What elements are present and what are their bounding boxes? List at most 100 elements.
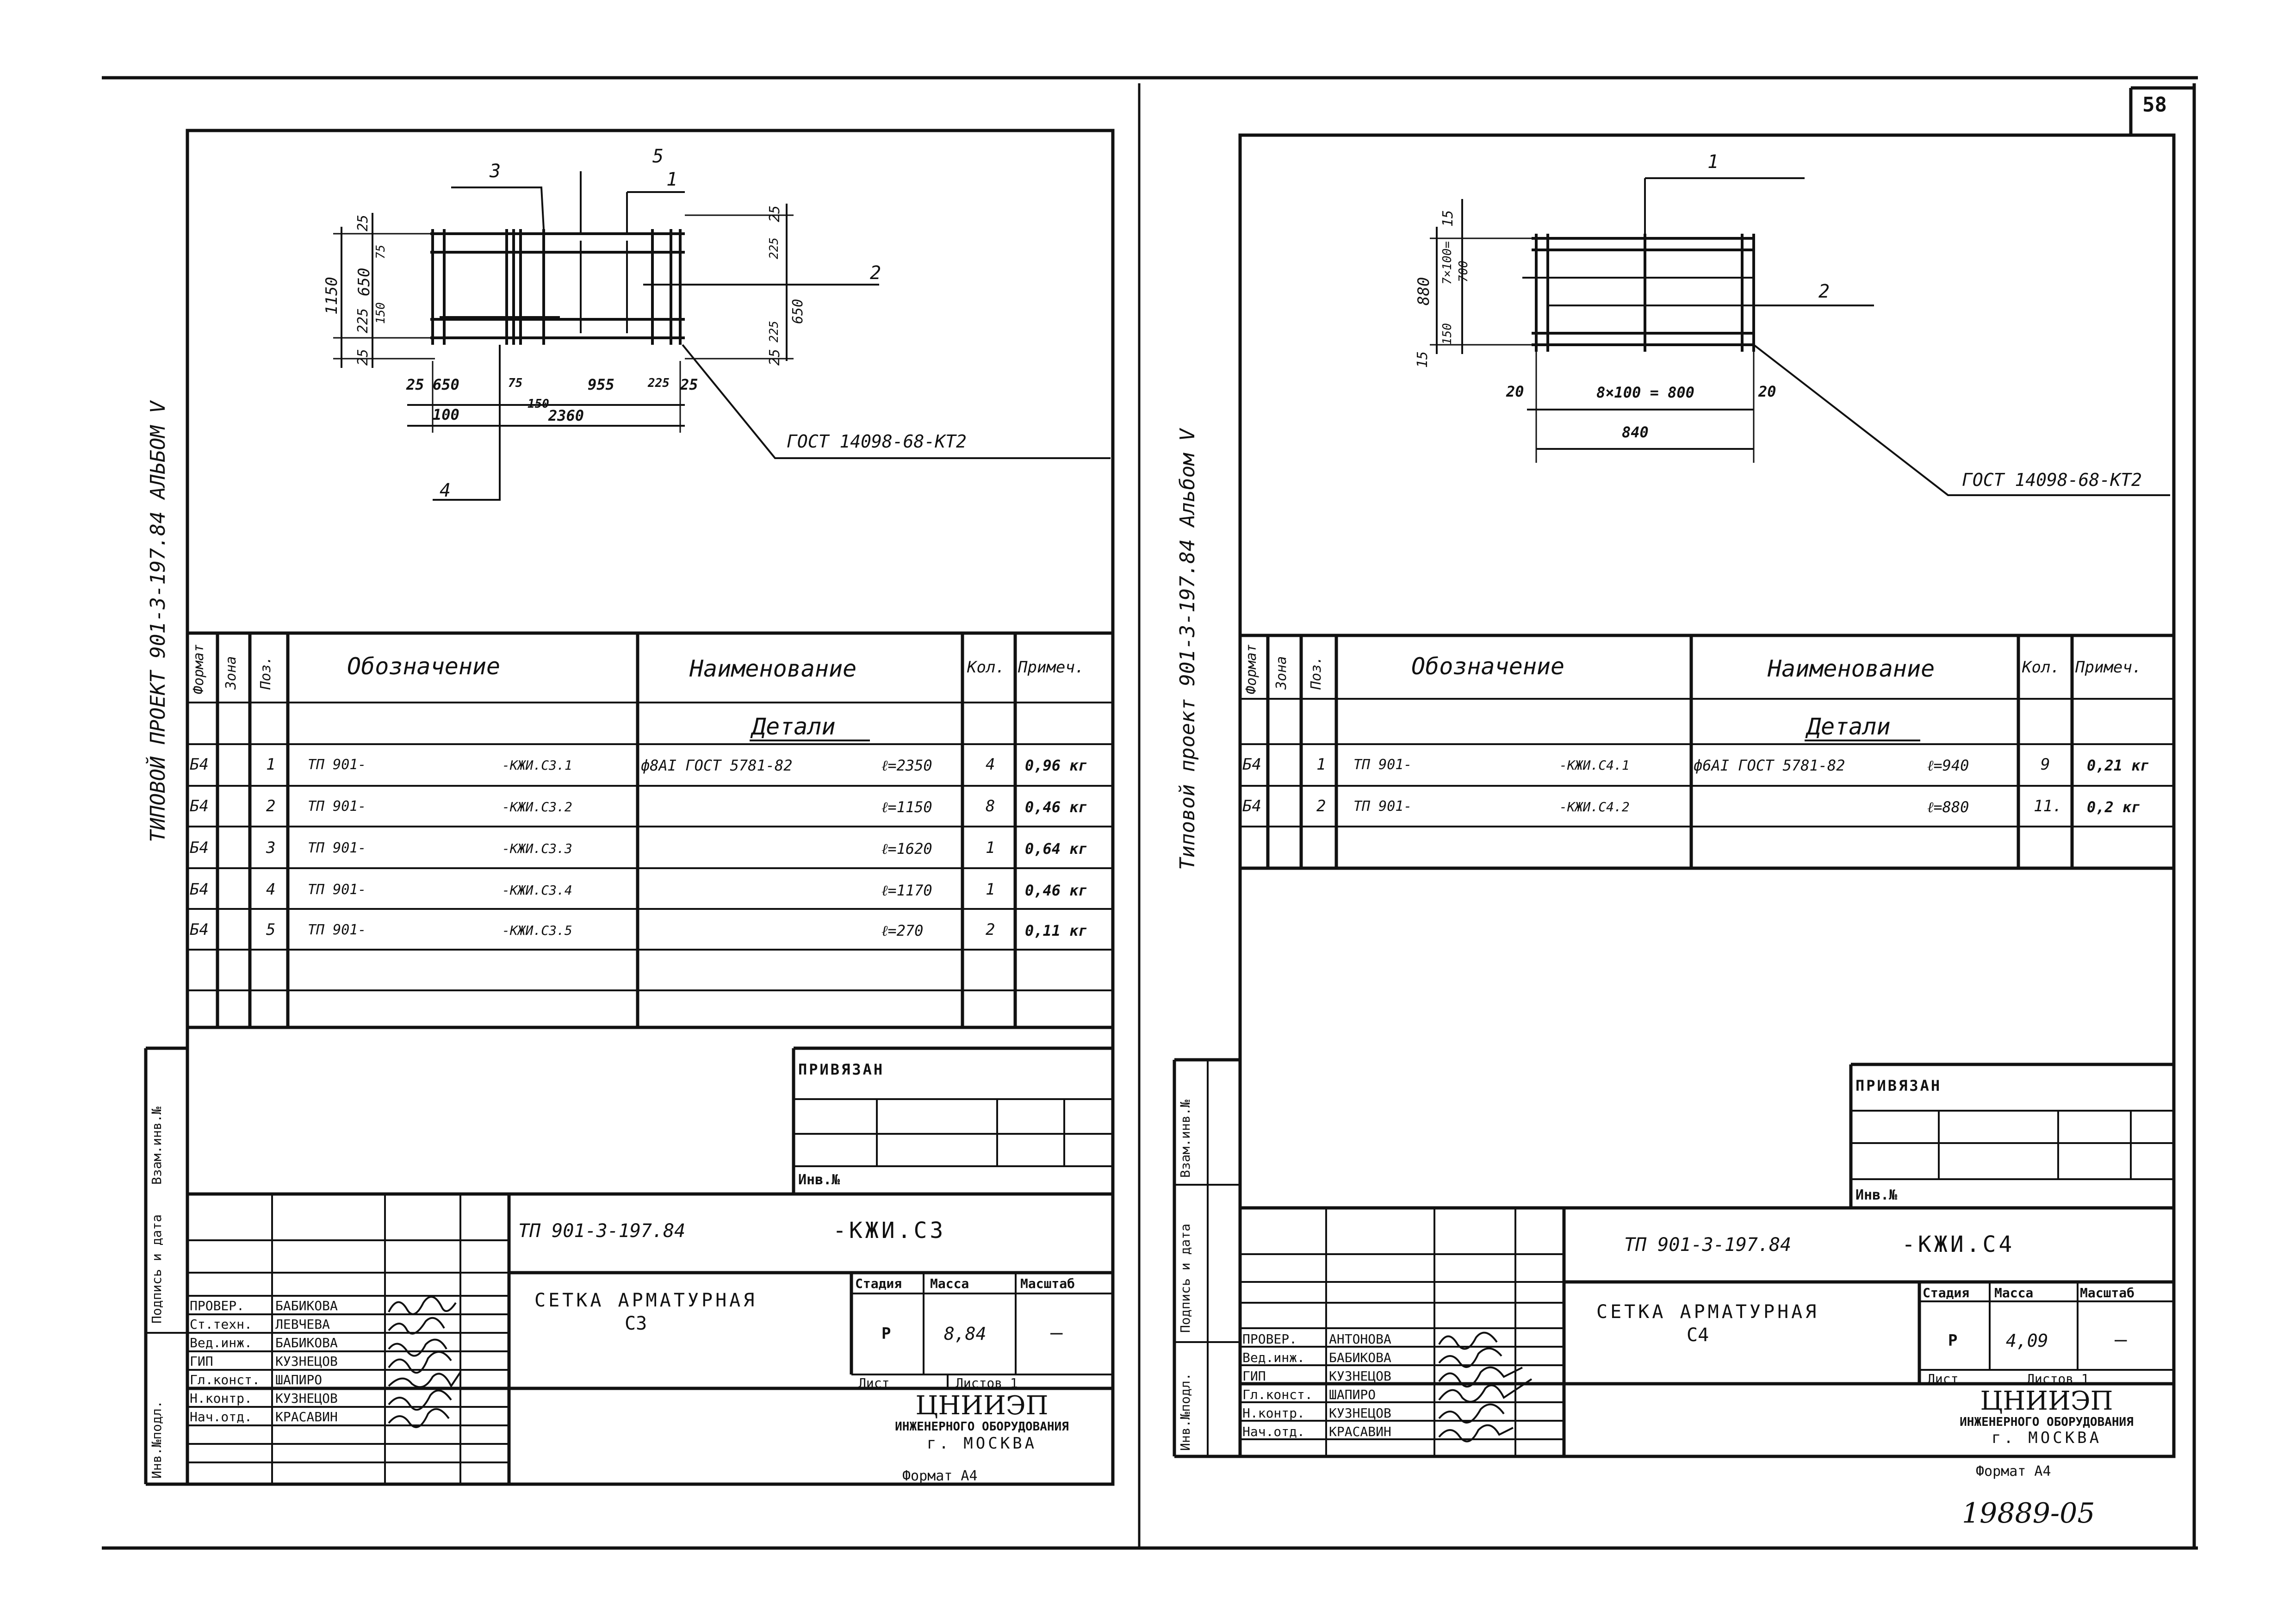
sheet-label-right: Лист — [1927, 1371, 1959, 1387]
stage-value-left: Р — [881, 1325, 891, 1343]
title-line1-left: СЕТКА АРМАТУРНАЯ — [534, 1290, 757, 1311]
org-sub-left: ИНЖЕНЕРНОГО ОБОРУДОВАНИЯ — [895, 1420, 1069, 1434]
stage-label-left: Стадия — [855, 1276, 902, 1291]
page-number: 58 — [2142, 93, 2167, 117]
mesh-c3-drawing — [333, 171, 1111, 501]
dim-left-20: 20 — [1506, 383, 1524, 400]
sig-name: КУЗНЕЦОВ — [1329, 1368, 1391, 1384]
stage-label-right: Стадия — [1923, 1285, 1970, 1300]
sig-name: АНТОНОВА — [1329, 1331, 1391, 1347]
callout-1-right: 1 — [1707, 151, 1719, 173]
sig-role: ПРОВЕР. — [190, 1298, 245, 1313]
mass-label-right: Масса — [1994, 1285, 2034, 1300]
mesh-c4-drawing — [1430, 177, 2170, 496]
mass-label-left: Масса — [930, 1276, 969, 1291]
sig-name: ШАПИРО — [275, 1372, 323, 1387]
dim-overall-w: 2360 — [548, 407, 584, 424]
sig-role: Вед.инж. — [1242, 1350, 1305, 1365]
sheets-label-right: Листов 1 — [2027, 1371, 2089, 1387]
sig-role: ГИП — [1242, 1368, 1266, 1384]
dim-bot-225: 225 — [648, 376, 670, 390]
col-designation: Обозначение — [347, 653, 501, 680]
section-details-left: Детали — [752, 713, 836, 740]
dim-step-h: 8×100 = 800 — [1596, 384, 1694, 401]
col-note-right: Примеч. — [2075, 658, 2142, 677]
mass-value-right: 4,09 — [2006, 1331, 2048, 1351]
dim-bot-650: 650 — [433, 376, 459, 393]
callout-5: 5 — [652, 146, 664, 167]
sig-name: КУЗНЕЦОВ — [1329, 1405, 1391, 1421]
col-qty: Кол. — [967, 658, 1005, 677]
col-note: Примеч. — [1018, 658, 1085, 677]
mass-value-left: 8,84 — [944, 1324, 987, 1344]
sig-role: Нач.отд. — [190, 1409, 252, 1424]
format-label-left: Формат А4 — [902, 1468, 978, 1484]
sig-role: ГИП — [190, 1354, 213, 1369]
col-name: Наименование — [689, 655, 857, 682]
sig-name: ЛЕВЧЕВА — [275, 1317, 330, 1332]
sheet-label-left: Лист — [858, 1375, 890, 1391]
format-label-right: Формат А4 — [1976, 1463, 2051, 1480]
dim-right-20: 20 — [1758, 383, 1776, 400]
title-line1-right: СЕТКА АРМАТУРНАЯ — [1596, 1301, 1819, 1323]
sig-name: БАБИКОВА — [275, 1335, 338, 1350]
sig-name: БАБИКОВА — [1329, 1350, 1391, 1365]
sig-role: ПРОВЕР. — [1242, 1331, 1297, 1347]
sig-name: БАБИКОВА — [275, 1298, 338, 1313]
org-name-left: ЦНИИЭП — [915, 1391, 1049, 1421]
sig-name: КРАСАВИН — [1329, 1424, 1391, 1439]
sig-name: ШАПИРО — [1329, 1387, 1376, 1402]
org-name-right: ЦНИИЭП — [1980, 1386, 2113, 1416]
sig-name: КУЗНЕЦОВ — [275, 1354, 338, 1369]
sig-role: Нач.отд. — [1242, 1424, 1305, 1439]
gost-mesh-right: ГОСТ 14098-68-КТ2 — [1962, 470, 2142, 490]
scale-label-right: Масштаб — [2080, 1285, 2135, 1300]
dim-bot-75: 75 — [508, 376, 523, 390]
doc-code-right: ТП 901-3-197.84 — [1624, 1234, 1792, 1256]
col-qty-right: Кол. — [2022, 658, 2060, 677]
privyazan-left: ПРИВЯЗАН — [798, 1061, 885, 1078]
sig-role: Ст.техн. — [190, 1317, 252, 1332]
dim-bot-955: 955 — [588, 376, 614, 393]
title-line2-right: С4 — [1687, 1325, 1709, 1346]
callout-2-right: 2 — [1818, 281, 1830, 302]
sig-role: Гл.конст. — [190, 1372, 260, 1387]
sig-name: КРАСАВИН — [275, 1409, 338, 1424]
archive-number: 19889-05 — [1962, 1497, 2095, 1530]
callout-2: 2 — [870, 262, 881, 284]
org-city-left: г. МОСКВА — [926, 1434, 1037, 1453]
scale-label-left: Масштаб — [1020, 1276, 1075, 1291]
callout-3: 3 — [490, 161, 501, 182]
doc-suffix-left: -КЖИ.С3 — [833, 1218, 946, 1244]
doc-suffix-right: -КЖИ.С4 — [1902, 1231, 2015, 1257]
dim-bot-100: 100 — [433, 406, 459, 423]
sheets-label-left: Листов 1 — [956, 1375, 1018, 1391]
dim-bot-150: 150 — [527, 397, 549, 411]
sig-name: КУЗНЕЦОВ — [275, 1391, 338, 1406]
inv-no-left: Инв.№ — [798, 1172, 840, 1188]
sig-role: Н.контр. — [190, 1391, 252, 1406]
dim-bot-25b: 25 — [680, 376, 698, 393]
sig-role: Вед.инж. — [190, 1335, 252, 1350]
scale-value-right: — — [2115, 1328, 2127, 1351]
inv-no-right: Инв.№ — [1855, 1187, 1898, 1203]
org-sub-right: ИНЖЕНЕРНОГО ОБОРУДОВАНИЯ — [1960, 1415, 2134, 1429]
doc-code-left: ТП 901-3-197.84 — [518, 1220, 686, 1242]
col-name-right: Наименование — [1768, 655, 1935, 682]
dim-overall-w-right: 840 — [1622, 423, 1649, 441]
stage-value-right: Р — [1948, 1331, 1958, 1350]
gost-mesh-left: ГОСТ 14098-68-КТ2 — [787, 431, 967, 452]
org-city-right: г. МОСКВА — [1991, 1429, 2102, 1447]
sig-role: Гл.конст. — [1242, 1387, 1313, 1402]
sig-role: Н.контр. — [1242, 1405, 1305, 1421]
scale-value-left: — — [1050, 1321, 1063, 1344]
callout-1: 1 — [666, 169, 678, 190]
dim-bot-25a: 25 — [406, 376, 424, 393]
title-line2-left: С3 — [625, 1313, 647, 1334]
privyazan-right: ПРИВЯЗАН — [1855, 1077, 1942, 1094]
callout-4: 4 — [440, 480, 451, 501]
col-designation-right: Обозначение — [1411, 653, 1565, 680]
section-details-right: Детали — [1807, 713, 1891, 740]
